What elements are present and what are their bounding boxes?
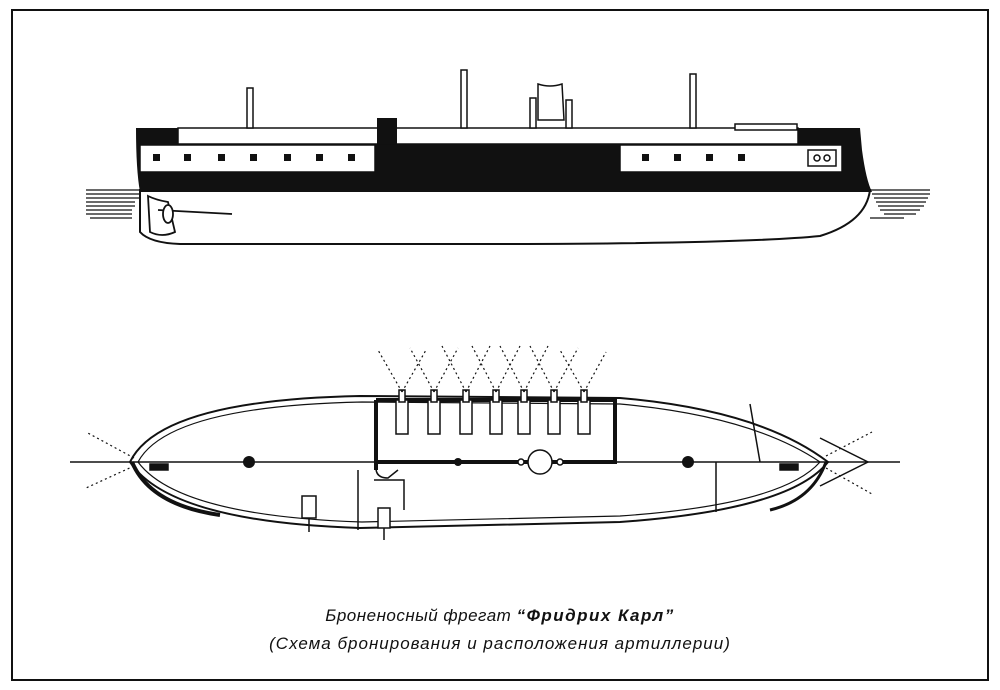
deck-fittings xyxy=(149,403,799,530)
bow-ram xyxy=(819,437,870,487)
water-hatching-left xyxy=(86,189,140,219)
funnel xyxy=(529,82,573,129)
plan-view xyxy=(70,345,900,540)
boat-davits xyxy=(301,495,391,540)
underwater-hull xyxy=(139,189,872,245)
ship-name: “Фридрих Карл” xyxy=(516,606,675,625)
gun-deck-strake-right xyxy=(619,144,843,173)
rudder xyxy=(147,194,233,236)
masts xyxy=(246,69,697,129)
outer-border xyxy=(11,9,989,681)
deck-inner-outline xyxy=(137,401,821,523)
funnel-base xyxy=(377,118,397,144)
fields-of-fire xyxy=(85,345,873,495)
gun-deck-strake-left xyxy=(139,144,376,173)
side-profile-view xyxy=(86,69,930,245)
hawse-pipes xyxy=(807,149,837,167)
funnel-position xyxy=(517,449,564,475)
deck-outline xyxy=(128,394,830,530)
stern-armor xyxy=(130,461,221,517)
water-hatching-right xyxy=(870,189,930,219)
caption-subtitle: (Схема бронирования и расположения артил… xyxy=(269,634,731,653)
bow-armor xyxy=(769,461,828,512)
broadside-guns xyxy=(395,389,591,435)
caption-title: Броненосный фрегат “Фридрих Карл” xyxy=(0,606,1000,626)
gun-ports-left xyxy=(153,154,355,161)
mast-positions xyxy=(243,456,694,468)
gun-ports-right xyxy=(642,154,745,161)
upper-bulwark xyxy=(177,127,799,145)
forecastle xyxy=(734,123,798,131)
caption-prefix: Броненосный фрегат xyxy=(325,606,517,625)
